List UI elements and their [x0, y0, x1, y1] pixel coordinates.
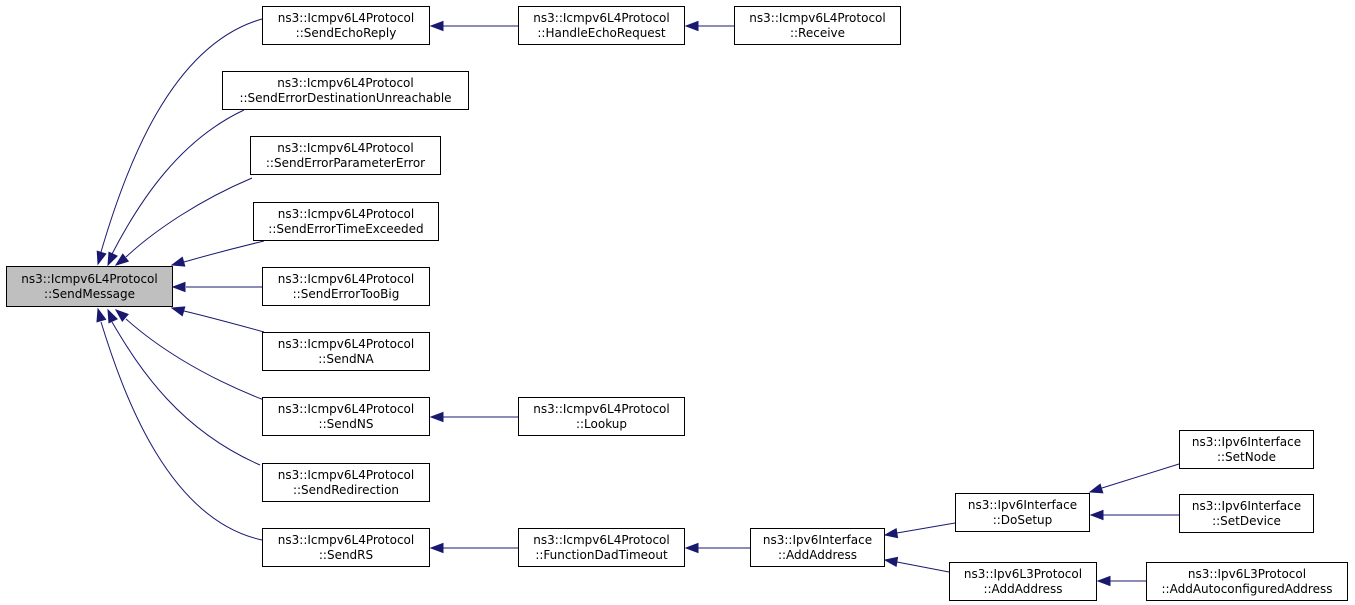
node-add-autoconfigured-address[interactable]: ns3::Ipv6L3Protocol ::AddAutoconfiguredA… — [1146, 562, 1348, 601]
arrowhead — [107, 308, 118, 324]
node-send-error-destination-unreachable[interactable]: ns3::Icmpv6L4Protocol ::SendErrorDestina… — [222, 71, 469, 110]
call-edge — [183, 240, 265, 263]
node-do-setup[interactable]: ns3::Ipv6Interface ::DoSetup — [955, 493, 1090, 532]
arrowhead — [684, 20, 699, 32]
node-label-line2: ::SendErrorDestinationUnreachable — [239, 90, 452, 105]
arrowhead — [170, 256, 186, 267]
node-handle-echo-request[interactable]: ns3::Icmpv6L4Protocol ::HandleEchoReques… — [518, 6, 685, 45]
node-send-error-parameter-error[interactable]: ns3::Icmpv6L4Protocol ::SendErrorParamet… — [250, 136, 441, 175]
node-send-rs[interactable]: ns3::Icmpv6L4Protocol ::SendRS — [262, 528, 430, 567]
call-edge — [896, 561, 950, 573]
node-label-line2: ::SendRS — [318, 547, 374, 562]
node-send-ns[interactable]: ns3::Icmpv6L4Protocol ::SendNS — [262, 397, 430, 436]
node-send-redirection[interactable]: ns3::Icmpv6L4Protocol ::SendRedirection — [262, 463, 430, 502]
node-label-line1: ns3::Ipv6Interface — [1191, 434, 1302, 449]
call-edge — [125, 177, 253, 258]
arrowhead — [684, 542, 699, 554]
node-label-line1: ns3::Icmpv6L4Protocol — [749, 10, 886, 25]
call-edge — [1101, 463, 1180, 489]
arrowhead — [1096, 575, 1111, 587]
node-function-dad-timeout[interactable]: ns3::Icmpv6L4Protocol ::FunctionDadTimeo… — [518, 528, 685, 567]
node-label-line2: ::SendMessage — [44, 286, 135, 301]
call-edge — [111, 109, 245, 255]
node-label-line1: ns3::Icmpv6L4Protocol — [277, 336, 415, 351]
node-label-line1: ns3::Icmpv6L4Protocol — [533, 532, 670, 547]
arrowhead — [883, 527, 899, 539]
arrowhead — [96, 307, 107, 323]
node-ipv6-interface-add-address[interactable]: ns3::Ipv6Interface ::AddAddress — [750, 528, 885, 567]
node-label-line2: ::SetNode — [1216, 449, 1277, 464]
node-label-line2: ::SendEchoReply — [295, 25, 397, 40]
node-receive[interactable]: ns3::Icmpv6L4Protocol ::Receive — [734, 6, 901, 45]
call-edge — [111, 321, 261, 466]
node-label-line2: ::SendErrorParameterError — [265, 155, 426, 170]
arrowhead — [883, 556, 899, 568]
node-label-line1: ns3::Icmpv6L4Protocol — [277, 206, 415, 221]
node-label-line1: ns3::Icmpv6L4Protocol — [277, 10, 415, 25]
node-label-line1: ns3::Ipv6Interface — [967, 497, 1078, 512]
node-label-line2: ::DoSetup — [992, 512, 1053, 527]
arrowhead — [114, 309, 129, 323]
node-label-line2: ::Receive — [789, 25, 846, 40]
call-edge — [100, 18, 263, 253]
call-edge — [100, 321, 263, 541]
node-label-line2: ::SendNA — [318, 351, 374, 366]
call-edge — [183, 310, 265, 333]
node-label-line1: ns3::Icmpv6L4Protocol — [277, 75, 414, 90]
node-set-device[interactable]: ns3::Ipv6Interface ::SetDevice — [1179, 494, 1314, 533]
node-label-line2: ::SendErrorTimeExceeded — [268, 221, 424, 236]
node-label-line1: ns3::Icmpv6L4Protocol — [21, 271, 158, 286]
arrowhead — [114, 253, 130, 266]
node-label-line2: ::Lookup — [575, 416, 628, 431]
node-label-line2: ::HandleEchoRequest — [537, 25, 666, 40]
arrowhead — [429, 411, 444, 423]
node-label-line2: ::SendErrorTooBig — [292, 286, 400, 301]
node-label-line1: ns3::Icmpv6L4Protocol — [277, 401, 415, 416]
node-send-error-time-exceeded[interactable]: ns3::Icmpv6L4Protocol ::SendErrorTimeExc… — [253, 202, 439, 241]
arrowhead — [171, 281, 186, 293]
node-label-line1: ns3::Icmpv6L4Protocol — [277, 467, 415, 482]
node-send-error-too-big[interactable]: ns3::Icmpv6L4Protocol ::SendErrorTooBig — [262, 267, 430, 306]
arrowhead — [107, 251, 118, 267]
node-send-echo-reply[interactable]: ns3::Icmpv6L4Protocol ::SendEchoReply — [262, 6, 430, 45]
node-label-line2: ::SendNS — [318, 416, 374, 431]
node-label-line2: ::FunctionDadTimeout — [535, 547, 668, 562]
node-ipv6l3-add-address[interactable]: ns3::Ipv6L3Protocol ::AddAddress — [949, 562, 1097, 601]
node-label-line1: ns3::Ipv6L3Protocol — [1187, 566, 1307, 581]
node-label-line2: ::AddAddress — [983, 581, 1063, 596]
node-lookup[interactable]: ns3::Icmpv6L4Protocol ::Lookup — [518, 397, 685, 436]
node-label-line1: ns3::Ipv6Interface — [1191, 498, 1302, 513]
call-edge — [125, 318, 265, 401]
arrowhead — [1088, 483, 1104, 494]
arrowhead — [429, 20, 444, 32]
node-label-line1: ns3::Icmpv6L4Protocol — [533, 401, 670, 416]
node-label-line2: ::SendRedirection — [292, 482, 400, 497]
arrowhead — [1089, 509, 1104, 521]
arrowhead — [429, 542, 444, 554]
node-label-line1: ns3::Icmpv6L4Protocol — [533, 10, 670, 25]
arrowhead — [170, 306, 186, 317]
node-label-line1: ns3::Ipv6L3Protocol — [963, 566, 1083, 581]
node-label-line1: ns3::Icmpv6L4Protocol — [277, 532, 415, 547]
node-send-na[interactable]: ns3::Icmpv6L4Protocol ::SendNA — [262, 332, 430, 371]
node-label-line1: ns3::Ipv6Interface — [762, 532, 873, 547]
node-label-line2: ::AddAddress — [777, 547, 858, 562]
node-label-line2: ::SetDevice — [1212, 513, 1281, 528]
node-set-node[interactable]: ns3::Ipv6Interface ::SetNode — [1179, 430, 1314, 469]
node-send-message: ns3::Icmpv6L4Protocol ::SendMessage — [6, 266, 173, 307]
call-edge — [896, 522, 956, 534]
node-label-line1: ns3::Icmpv6L4Protocol — [277, 140, 414, 155]
node-label-line1: ns3::Icmpv6L4Protocol — [277, 271, 415, 286]
arrowhead — [96, 250, 107, 266]
node-label-line2: ::AddAutoconfiguredAddress — [1161, 581, 1333, 596]
